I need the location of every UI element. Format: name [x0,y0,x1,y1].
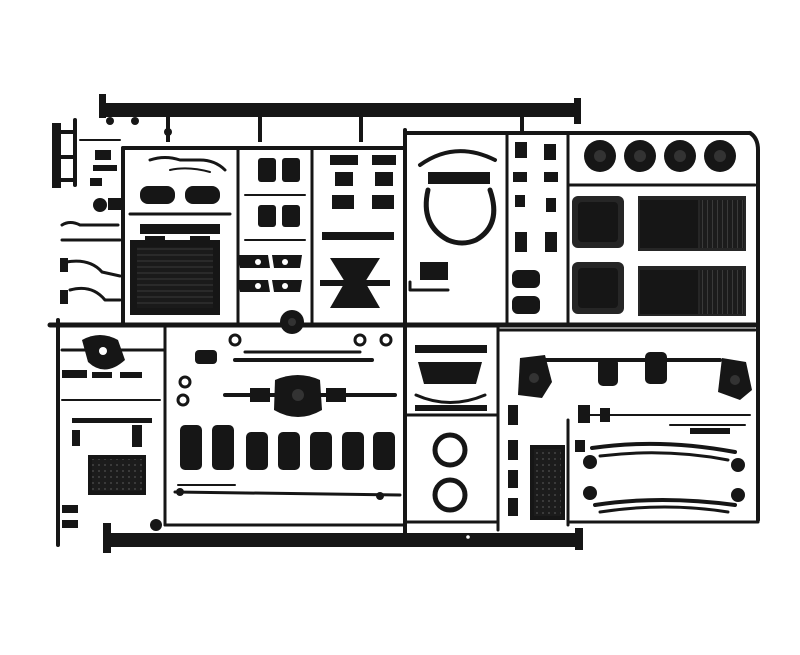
box-d-parts [418,149,497,246]
lower-left-parts [60,335,167,528]
left-small-parts [52,123,122,304]
box-b-parts [238,158,306,292]
leaf-springs [518,352,752,514]
fuel-tanks [572,196,746,316]
wheels-top-right [584,140,736,172]
rear-axle-parts [173,310,402,500]
box-c-parts [320,155,450,308]
sprue-frame [47,118,760,547]
mid-lower-parts [414,345,565,520]
box-a-parts [128,156,232,315]
top-chassis-rail [99,94,581,142]
bottom-chassis-rail [103,519,583,553]
box-e-parts [512,142,558,314]
